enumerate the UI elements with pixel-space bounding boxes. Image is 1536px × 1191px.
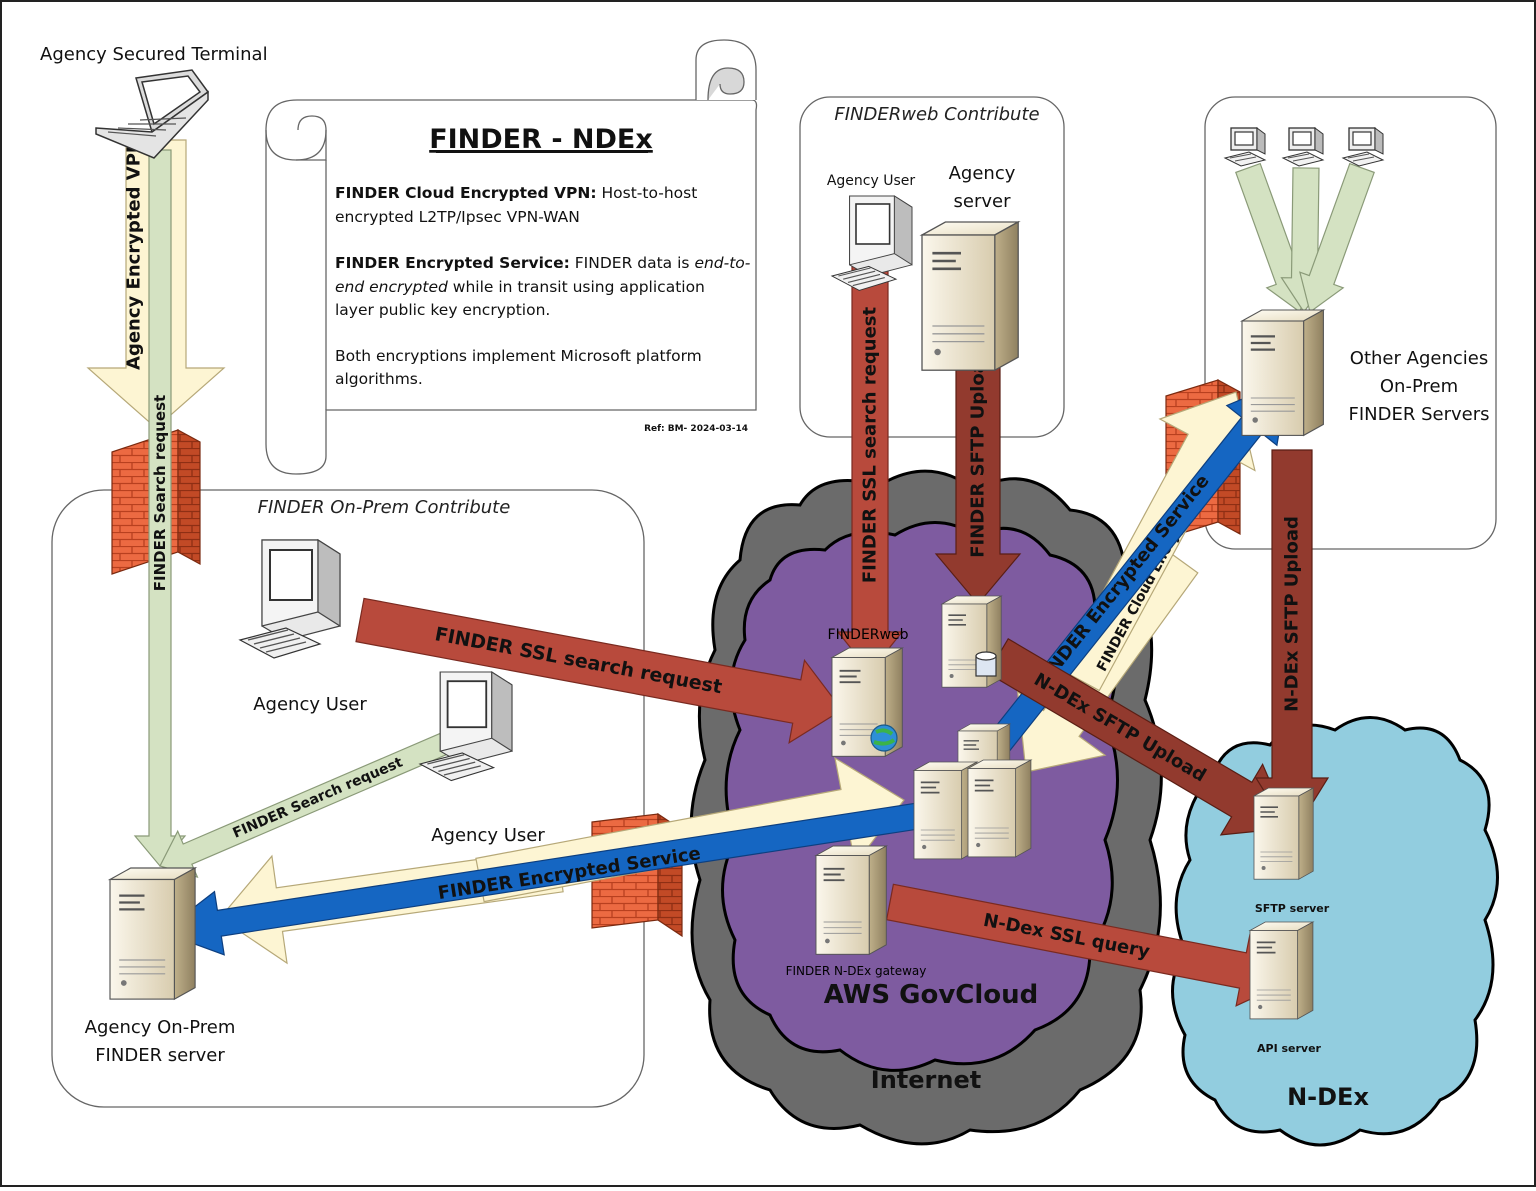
other-agency-pc-3-icon (1342, 127, 1384, 167)
scroll-reference: Ref: BM- 2024-03-14 (644, 424, 748, 434)
other-agencies-label-line1: Other Agencies (1350, 348, 1488, 369)
scroll-note (265, 39, 758, 475)
govcloud-label: AWS GovCloud (824, 980, 1039, 1010)
both-description-line2: algorithms. (335, 370, 423, 388)
sftp-server-icon (1253, 787, 1314, 881)
finderweb-region (799, 96, 1065, 438)
gateway-label: FINDER N-DEx gateway (786, 964, 927, 978)
sftp-upload-arrow: FINDER SFTP Upload (934, 348, 1022, 605)
database-icon (975, 651, 997, 677)
ssl-search-horizontal-arrow-shape (355, 597, 843, 745)
ndex-sftp-vertical-arrow: N-DEx SFTP Upload (1254, 449, 1330, 838)
onprem-finder-server-icon (108, 866, 197, 1001)
agency-user-small-label: Agency User (827, 173, 916, 189)
other-agencies-region (1204, 96, 1497, 550)
ndex-label: N-DEx (1287, 1083, 1369, 1111)
agency-user-small-pc-icon (831, 195, 913, 292)
user2-search-arrow-label: FINDER Search request (230, 754, 405, 841)
agency-server-label-line1: Agency (949, 163, 1016, 184)
terminal-search-arrow-label: FINDER Search request (151, 395, 169, 591)
agency-user-2-label: Agency User (431, 825, 545, 846)
sftp-upload-arrow-label: FINDER SFTP Upload (968, 348, 989, 558)
other-pc3-arrow (1299, 162, 1375, 314)
service-description-line2: end encrypted while in transit using app… (335, 278, 705, 296)
agency-user-1-pc-icon (239, 539, 341, 659)
ssl-search-vertical-arrow: FINDER SSL search request (836, 257, 904, 673)
ndex-gateway-server-icon (815, 845, 888, 956)
onprem-region (51, 489, 645, 1108)
other-agencies-label-line3: FINDER Servers (1349, 404, 1490, 425)
ndex-sftp-vertical-arrow-label: N-DEx SFTP Upload (1282, 516, 1303, 712)
onprem-server-label-line1: Agency On-Prem (85, 1017, 236, 1038)
ssl-search-vertical-arrow-label: FINDER SSL search request (860, 306, 881, 583)
finderweb-contribute-title: FINDERweb Contribute (834, 104, 1039, 125)
onprem-contribute-title: FINDER On-Prem Contribute (258, 497, 511, 518)
service-description-line1: FINDER Encrypted Service: FINDER data is… (335, 254, 751, 272)
agency-server-icon (920, 220, 1020, 372)
sftp-server-label: SFTP server (1255, 902, 1330, 915)
other-pc3-arrow-shape (1299, 162, 1375, 314)
service-description-line3: layer public key encryption. (335, 301, 550, 319)
finderweb-label: FINDERweb (828, 627, 909, 643)
user2-search-arrow: FINDER Search request (159, 731, 454, 879)
onprem-server-label-line2: FINDER server (95, 1045, 225, 1066)
terminal-label: Agency Secured Terminal (40, 44, 268, 65)
vpn-description-line1: FINDER Cloud Encrypted VPN: Host-to-host (335, 184, 697, 202)
agency-vpn-arrow-label: Agency Encrypted VPN (124, 138, 145, 370)
internet-label: Internet (871, 1066, 981, 1094)
agency-user-1-label: Agency User (253, 694, 367, 715)
api-server-icon (1249, 921, 1314, 1020)
laptop-icon (95, 69, 210, 159)
other-agencies-server-icon (1240, 308, 1325, 437)
scroll-title: FINDER - NDEx (429, 124, 653, 155)
api-server-label: API server (1257, 1042, 1322, 1055)
other-agency-pc-2-icon (1282, 127, 1324, 167)
agency-user-2-pc-icon (419, 671, 513, 782)
arrow-layer: Agency Encrypted VPN FINDER Search reques… (86, 138, 1375, 1007)
both-description-line1: Both encryptions implement Microsoft pla… (335, 347, 702, 365)
other-agency-pc-1-icon (1224, 127, 1266, 167)
other-agencies-label-line2: On-Prem (1380, 376, 1458, 397)
vpn-description-line2: encrypted L2TP/Ipsec VPN-WAN (335, 208, 580, 226)
sftp-upload-arrow-shape (934, 351, 1022, 605)
agency-server-label-line2: server (954, 191, 1012, 212)
